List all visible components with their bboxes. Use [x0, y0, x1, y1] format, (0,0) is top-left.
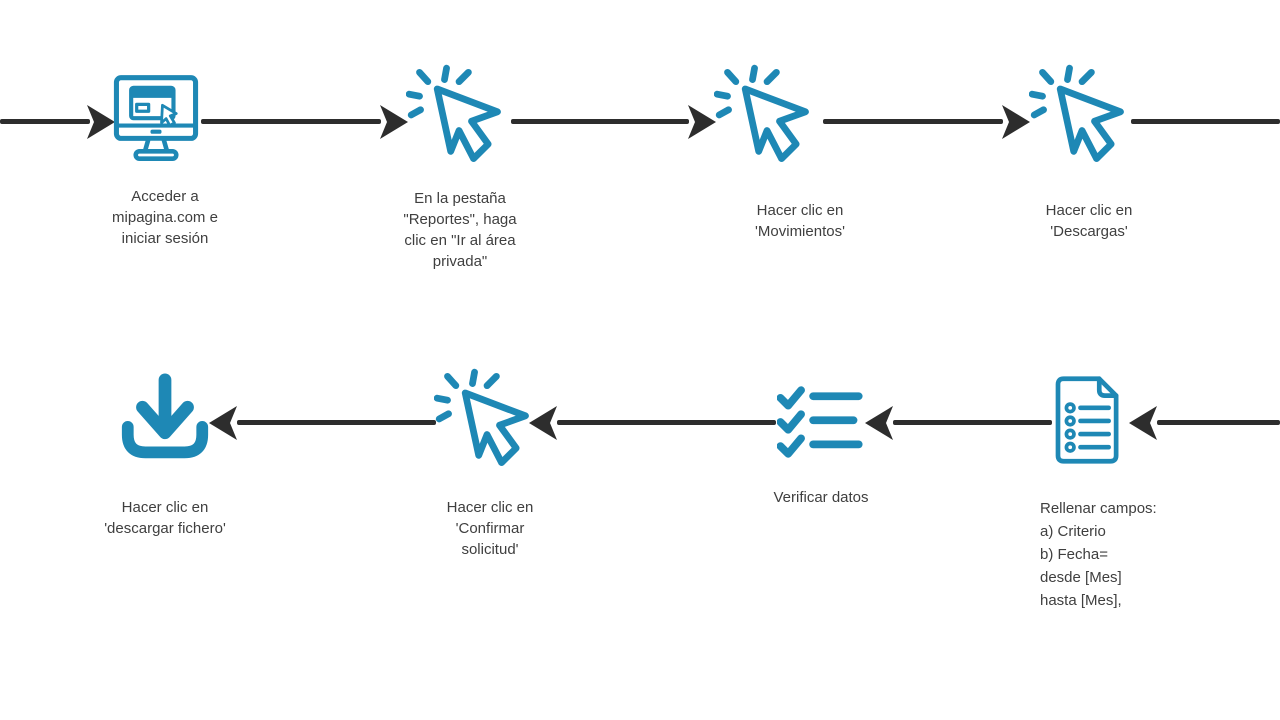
- step-caption: Acceder a mipagina.com e iniciar sesión: [112, 188, 218, 247]
- cursor-click-icon: [434, 368, 538, 472]
- flow-line: [1157, 420, 1280, 425]
- arrowhead-right-icon: [380, 105, 408, 139]
- cursor-click-icon: [1029, 64, 1133, 168]
- flow-line: [823, 119, 1003, 124]
- flow-line: [1131, 119, 1280, 124]
- monitor-click-icon: [110, 72, 202, 168]
- cursor-click-icon: [406, 64, 510, 168]
- flow-line: [511, 119, 689, 124]
- step-caption: Hacer clic en 'descargar fichero': [104, 499, 226, 537]
- arrowhead-right-icon: [87, 105, 115, 139]
- cursor-click-icon: [714, 64, 818, 168]
- arrowhead-left-icon: [1129, 406, 1157, 440]
- flow-line: [0, 119, 90, 124]
- step-caption: Hacer clic en 'Confirmar solicitud': [446, 499, 534, 558]
- step-caption: Verificar datos: [773, 489, 869, 506]
- arrowhead-left-icon: [209, 406, 237, 440]
- step-caption: Hacer clic en 'Movimientos': [755, 202, 845, 240]
- step-caption: Rellenar campos: a) Criterio b) Fecha= d…: [1040, 500, 1157, 609]
- arrowhead-right-icon: [1002, 105, 1030, 139]
- flow-line: [557, 420, 776, 425]
- arrowhead-left-icon: [865, 406, 893, 440]
- flow-line: [237, 420, 436, 425]
- checklist-icon: [777, 384, 863, 460]
- document-list-icon: [1052, 375, 1124, 465]
- arrowhead-left-icon: [529, 406, 557, 440]
- flow-line: [201, 119, 381, 124]
- arrowhead-right-icon: [688, 105, 716, 139]
- download-icon: [116, 372, 214, 470]
- step-caption: En la pestaña "Reportes", haga clic en "…: [403, 190, 517, 270]
- step-caption: Hacer clic en 'Descargas': [1045, 202, 1133, 240]
- flow-line: [893, 420, 1052, 425]
